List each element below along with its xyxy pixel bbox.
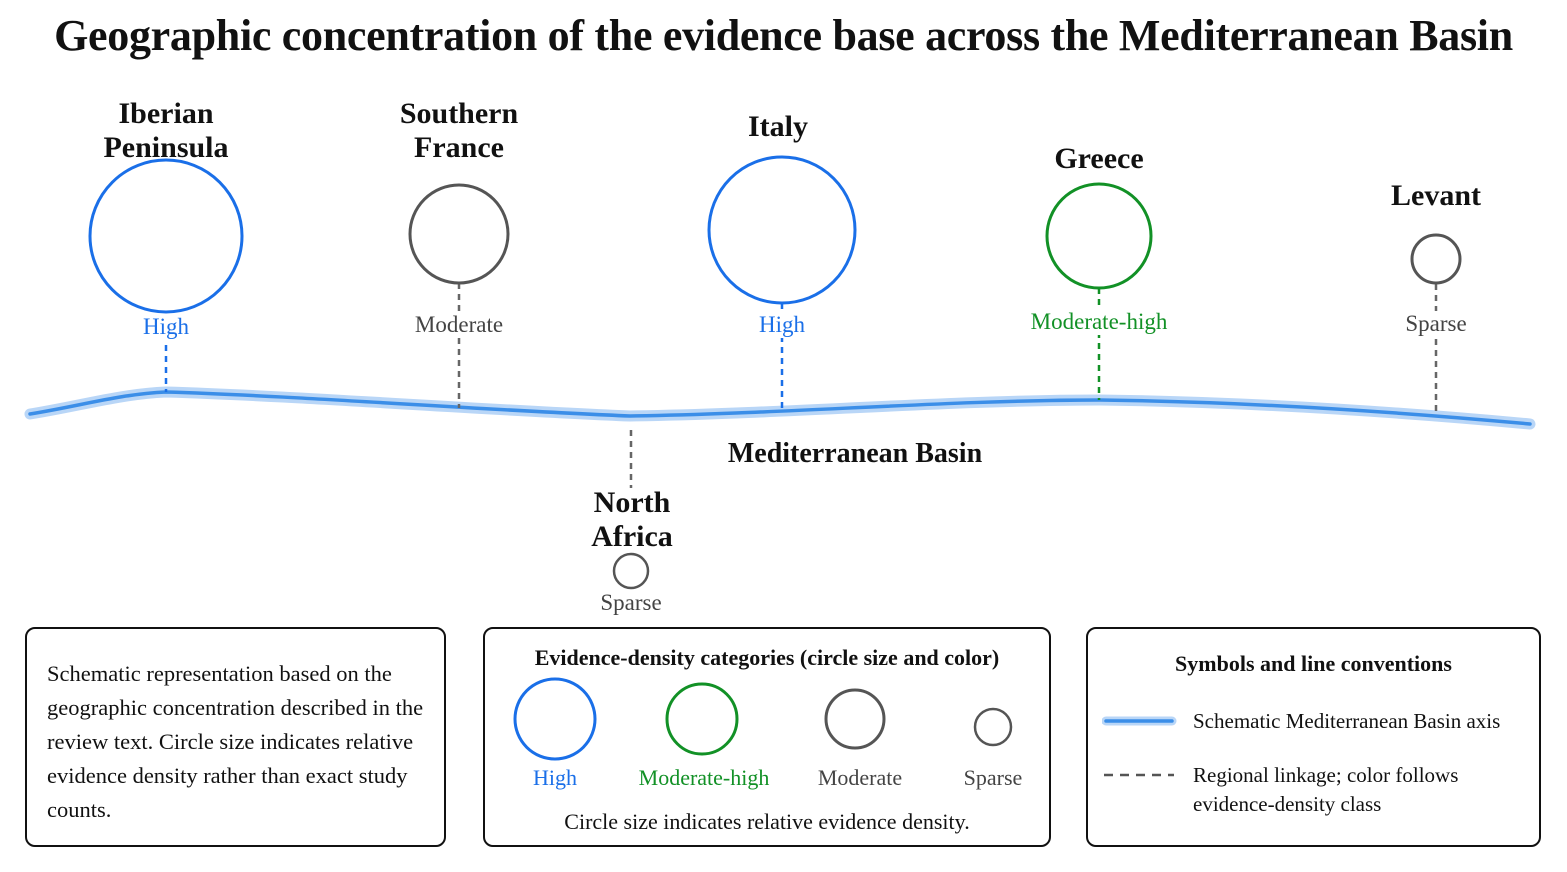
- region-name-italy: Italy: [748, 110, 808, 143]
- basin-diagram: [24, 155, 1536, 590]
- circle-levant: [1410, 233, 1462, 285]
- category-label-moderate: Moderate: [817, 765, 903, 790]
- category-circle-high: [513, 677, 597, 761]
- diagram-title: Geographic concentration of the evidence…: [54, 11, 1513, 60]
- symbols-legend-panel: Symbols and line conventions Schematic M…: [1086, 627, 1541, 847]
- density-label-greece: Moderate-high: [1026, 309, 1172, 335]
- category-circle-moderate-high: [665, 682, 739, 756]
- circle-greece: [1045, 182, 1153, 290]
- density-label-france: Moderate: [410, 312, 508, 338]
- note-panel: Schematic representation based on the ge…: [25, 627, 446, 847]
- category-label-high: High: [533, 765, 577, 790]
- axis-legend-label: Schematic Mediterranean Basin axis: [1193, 709, 1501, 733]
- categories-legend-panel: Evidence-density categories (circle size…: [483, 627, 1051, 847]
- linkage-legend-label: Regional linkage; color follows evidence…: [1193, 763, 1459, 816]
- circle-iberian: [88, 158, 244, 314]
- region-name-levant: Levant: [1391, 179, 1481, 212]
- density-label-north-africa: Sparse: [596, 590, 666, 616]
- note-text: Schematic representation based on the ge…: [47, 661, 424, 822]
- symbols-heading: Symbols and line conventions: [1175, 651, 1452, 676]
- category-circle-sparse: [973, 707, 1013, 747]
- density-label-italy: High: [755, 312, 809, 338]
- categories-heading: Evidence-density categories (circle size…: [534, 645, 1000, 670]
- density-label-iberian: High: [139, 314, 193, 340]
- region-name-greece: Greece: [1054, 142, 1144, 175]
- circle-italy: [707, 155, 857, 305]
- category-circle-moderate: [824, 688, 886, 750]
- density-label-levant: Sparse: [1401, 311, 1471, 337]
- symbol-swatches: [1102, 716, 1177, 777]
- category-circles: [513, 677, 1013, 761]
- basin-label: Mediterranean Basin: [727, 438, 983, 469]
- circle-france: [408, 183, 510, 285]
- category-label-sparse: Sparse: [963, 765, 1023, 790]
- basin-axis-line: [28, 390, 1532, 426]
- circle-north-africa: [612, 552, 650, 590]
- category-label-moderate-high: Moderate-high: [638, 765, 770, 790]
- categories-caption: Circle size indicates relative evidence …: [564, 809, 970, 834]
